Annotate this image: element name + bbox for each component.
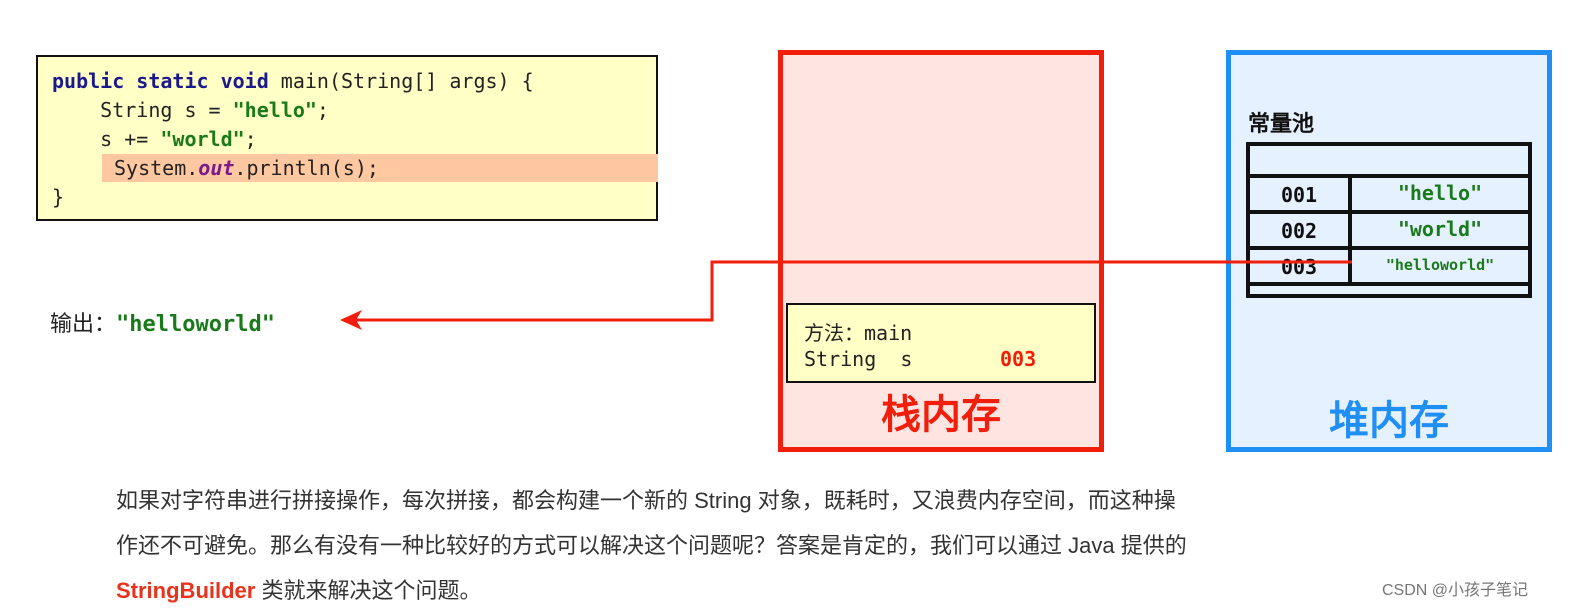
- arrow-head: [340, 310, 362, 330]
- pool-value: "world": [1397, 217, 1483, 241]
- frame-method-label: 方法：main: [804, 321, 913, 345]
- pool-row-003: 003 "helloworld": [1250, 246, 1528, 282]
- pool-value: "helloworld": [1385, 256, 1495, 274]
- frame-var-label: String s: [804, 347, 913, 371]
- pool-row-002: 002 "world": [1250, 210, 1528, 246]
- code-line-2: String s = "hello";: [52, 98, 329, 122]
- stringbuilder-highlight: StringBuilder: [116, 578, 256, 603]
- pool-addr: 003: [1250, 250, 1352, 282]
- pool-value: "hello": [1397, 181, 1483, 205]
- stack-memory-title: 栈内存: [881, 393, 1001, 437]
- code-line-4-highlighted: System.out.println(s);: [102, 154, 658, 182]
- output-label: 输出：: [50, 311, 117, 336]
- pool-addr: 001: [1250, 178, 1352, 210]
- main-method-frame: 方法：main String s 003: [786, 303, 1096, 383]
- code-line-1: public static void main(String[] args) {: [52, 69, 534, 93]
- pool-row-001: 001 "hello": [1250, 174, 1528, 210]
- output-value: "helloworld": [116, 312, 275, 337]
- paragraph-line-3: StringBuilder 类就来解决这个问题。: [116, 578, 482, 603]
- explanation-paragraph: 如果对字符串进行拼接操作，每次拼接，都会构建一个新的 String 对象，既耗时…: [116, 478, 1326, 613]
- code-line-5: }: [52, 185, 65, 209]
- watermark: CSDN @小孩子笔记: [1382, 582, 1529, 599]
- output-line: 输出："helloworld": [50, 306, 275, 338]
- heap-memory-title: 堆内存: [1329, 399, 1449, 443]
- pool-row-empty: [1250, 282, 1528, 294]
- arrow-line: [352, 260, 1352, 322]
- constant-pool-title: 常量池: [1248, 111, 1315, 136]
- paragraph-line-1: 如果对字符串进行拼接操作，每次拼接，都会构建一个新的 String 对象，既耗时…: [116, 488, 1176, 513]
- pool-addr: 002: [1250, 214, 1352, 246]
- frame-var-value: 003: [1000, 347, 1037, 371]
- constant-pool-table: 001 "hello" 002 "world" 003 "helloworld": [1246, 142, 1532, 298]
- stack-memory-box: [778, 50, 1104, 452]
- code-line-3: s += "world";: [52, 127, 257, 151]
- code-box: public static void main(String[] args) {…: [36, 55, 658, 221]
- paragraph-line-2: 作还不可避免。那么有没有一种比较好的方式可以解决这个问题呢？答案是肯定的，我们可…: [116, 533, 1187, 558]
